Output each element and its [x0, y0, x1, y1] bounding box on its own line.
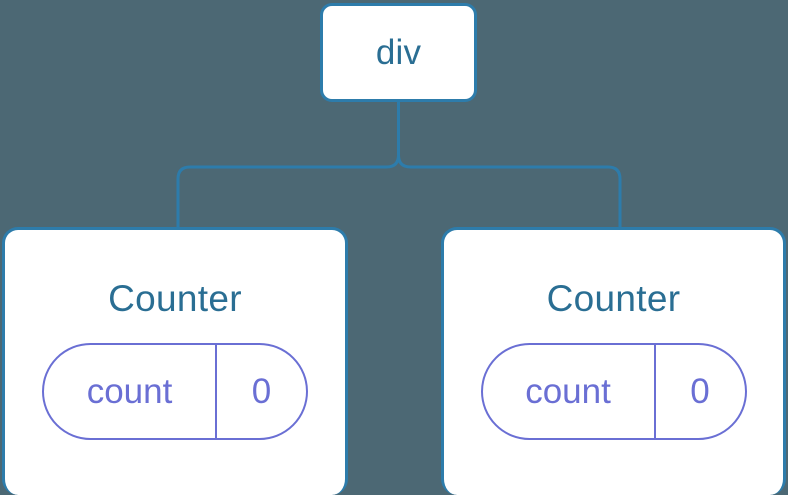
node-counter-left[interactable]: Counter count 0	[2, 227, 348, 495]
counter-left-state-value: 0	[251, 372, 272, 411]
connector-branch-left	[176, 154, 400, 228]
counter-right-title: Counter	[546, 278, 681, 319]
node-div-label: div	[375, 33, 422, 72]
counter-left-state-key: count	[44, 345, 217, 438]
counter-left-state-pill[interactable]: count 0	[42, 343, 308, 440]
counter-left-title: Counter	[108, 278, 242, 319]
counter-right-state-key: count	[483, 345, 656, 438]
counter-right-state-value: 0	[690, 372, 710, 411]
connector-branch-right	[397, 154, 622, 228]
counter-right-state-pill[interactable]: count 0	[480, 343, 747, 440]
node-counter-right[interactable]: Counter count 0	[441, 227, 786, 495]
node-div[interactable]: div	[320, 3, 477, 102]
